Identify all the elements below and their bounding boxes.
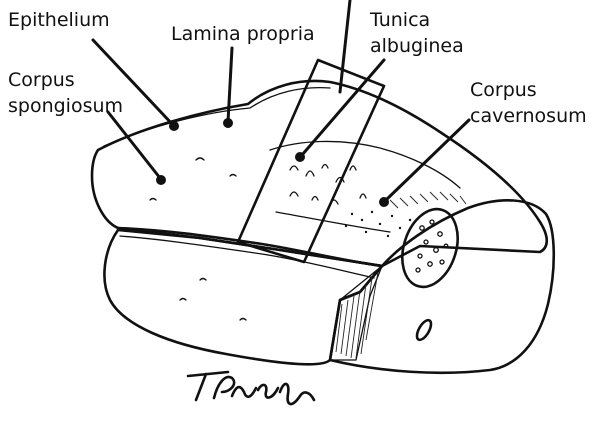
- lower-lobe-outline: [104, 230, 382, 364]
- cavernosum-cross-section: [393, 202, 467, 294]
- cavernosum-dots: [345, 211, 411, 237]
- label-epithelium: Epithelium: [8, 9, 110, 31]
- leader-corpus-cavernosum: [386, 120, 469, 200]
- label-corpus-cavernosum-line2: cavernosum: [470, 105, 587, 127]
- right-lobe-outline: [330, 200, 554, 372]
- label-tunica-albuginea-line1: Tunica: [369, 9, 430, 31]
- leader-top-unlabeled: [340, 0, 350, 92]
- artist-signature: [188, 372, 314, 404]
- leader-corpus-spongiosum: [108, 112, 160, 178]
- label-lamina-propria: Lamina propria: [171, 23, 315, 45]
- label-tunica-albuginea-line2: albuginea: [370, 35, 464, 57]
- cut-face-wedge: [330, 266, 382, 360]
- leader-dot-lamina-propria: [223, 118, 233, 128]
- tissue-texture: [150, 158, 366, 320]
- leader-dot-corpus-spongiosum: [156, 175, 166, 185]
- cut-face-hatching: [336, 272, 378, 358]
- leader-dot-tunica-albuginea: [295, 152, 305, 162]
- label-corpus-spongiosum-line2: spongiosum: [8, 95, 123, 117]
- label-corpus-spongiosum-line1: Corpus: [8, 69, 75, 91]
- vessel: [414, 318, 434, 342]
- label-corpus-cavernosum-line1: Corpus: [470, 79, 537, 101]
- tunica-band-hatching: [390, 192, 466, 208]
- leader-dot-corpus-cavernosum: [379, 197, 389, 207]
